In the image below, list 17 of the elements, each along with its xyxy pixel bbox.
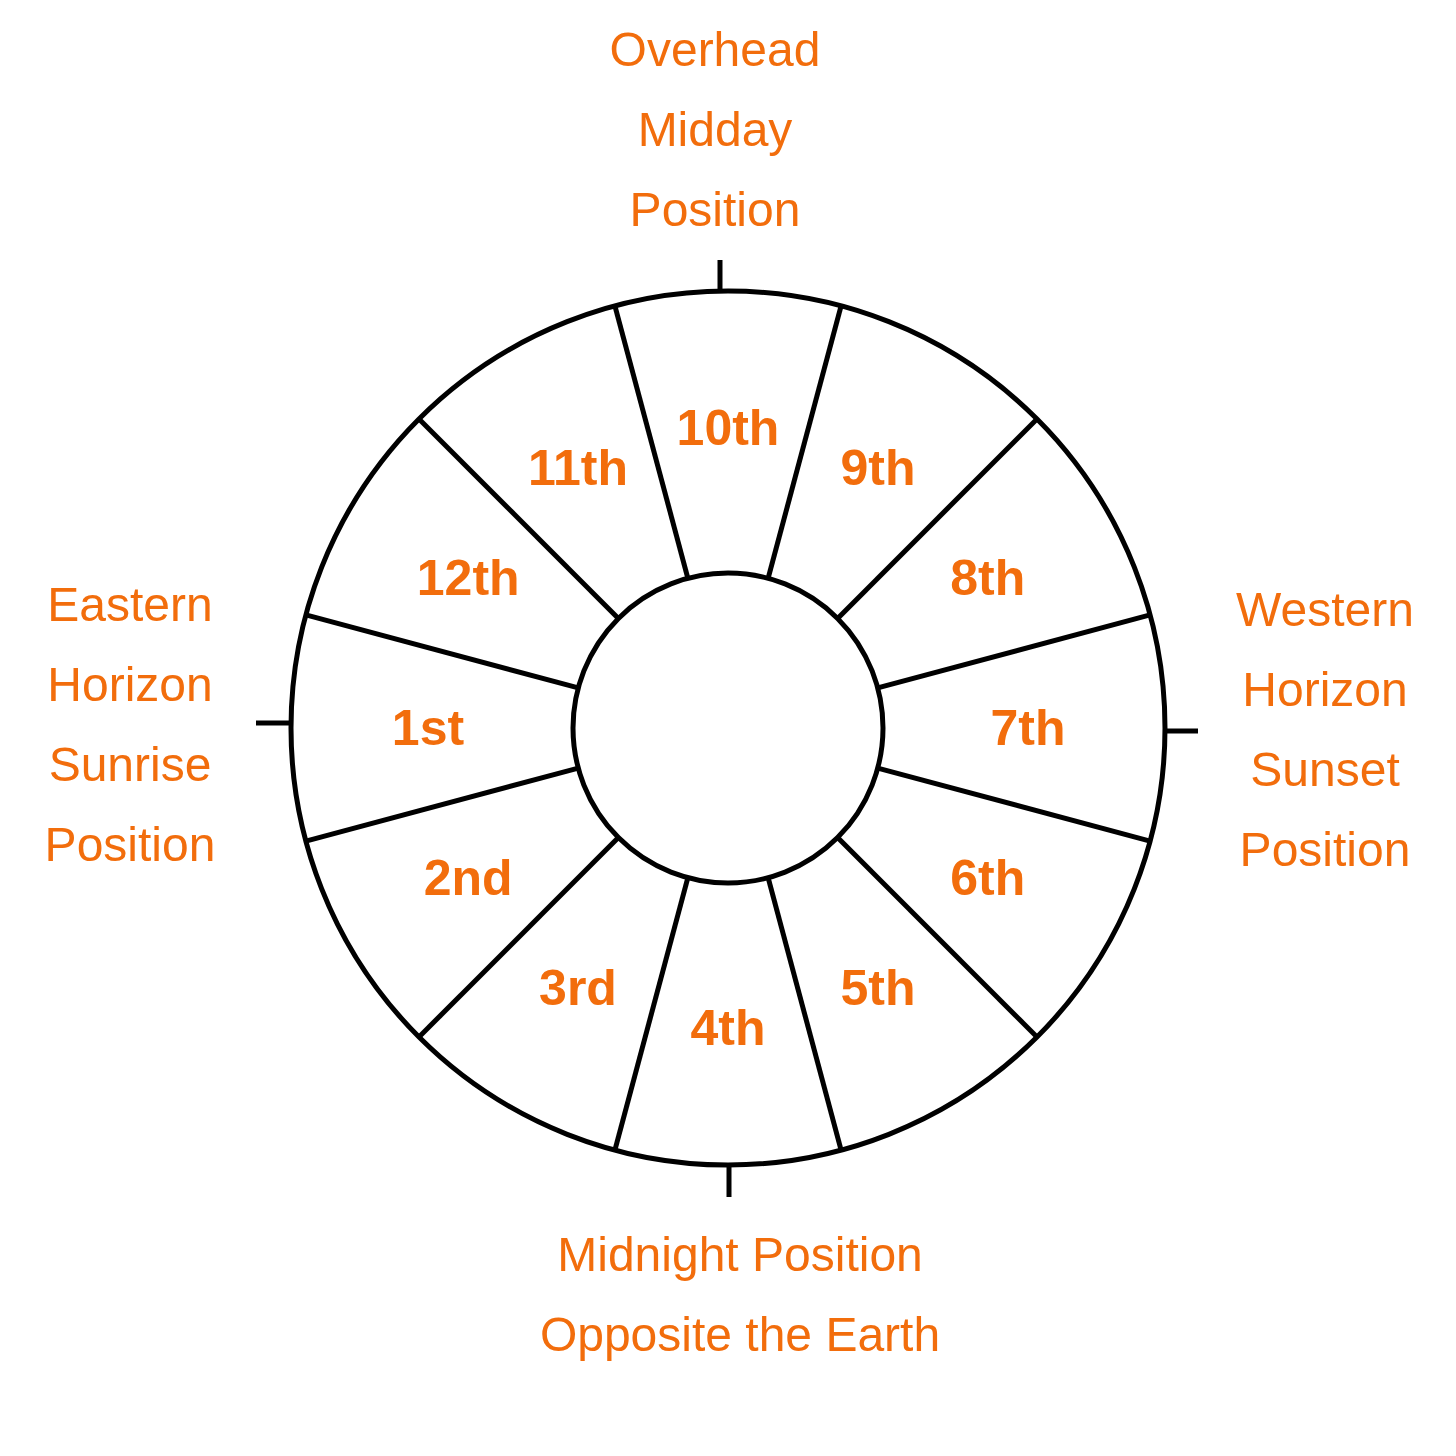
house-number: 1st xyxy=(391,700,465,756)
house-number: 3rd xyxy=(539,959,617,1016)
house-number: 5th xyxy=(840,959,916,1016)
house-number: 6th xyxy=(950,850,1026,906)
house-number: 12th xyxy=(416,550,520,606)
house-number: 2nd xyxy=(423,850,513,906)
center-circle xyxy=(570,570,886,886)
house-number: 9th xyxy=(840,440,916,497)
house-number: 11th xyxy=(527,440,629,497)
house-number: 7th xyxy=(990,700,1066,756)
house-number: 10th xyxy=(676,400,780,456)
position-label: Midnight Position Opposite the Earth xyxy=(538,1227,942,1363)
house-number: 8th xyxy=(950,550,1026,606)
position-label: Western Horizon Sunset Position xyxy=(1235,582,1415,878)
position-label: Overhead Midday Position xyxy=(608,22,822,238)
house-number: 4th xyxy=(690,1000,766,1056)
position-label: Eastern Horizon Sunrise Position xyxy=(43,577,217,873)
